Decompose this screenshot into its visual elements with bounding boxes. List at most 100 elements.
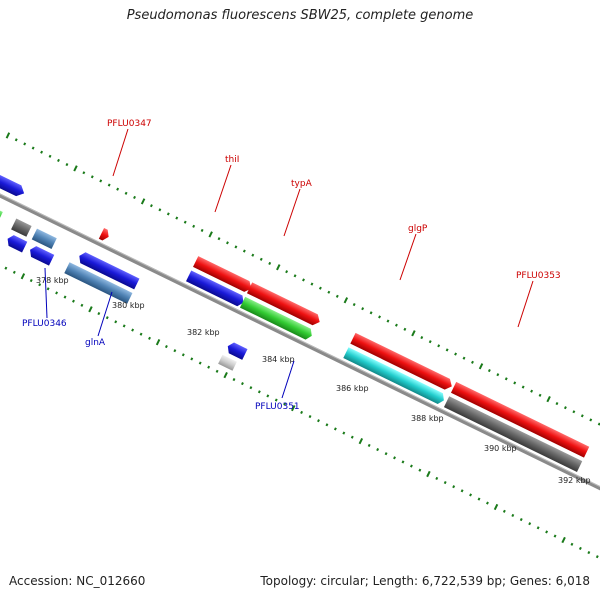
tick-mark-top — [445, 348, 449, 352]
tick-mark-top — [175, 216, 179, 220]
gene-forward-red-4[interactable] — [450, 381, 590, 458]
tick-mark-bottom — [148, 336, 151, 340]
tick-mark-bottom — [528, 522, 532, 526]
gene-glnA[interactable] — [77, 251, 140, 290]
tick-mark-top — [107, 183, 111, 187]
gene-thiI-blue[interactable] — [186, 270, 246, 308]
tick-mark-top — [259, 257, 263, 261]
tick-mark-top — [208, 231, 213, 238]
tick-mark-top — [276, 264, 281, 271]
label-glnA[interactable]: glnA — [85, 338, 106, 348]
label-pflu0346[interactable]: PFLU0346 — [22, 319, 67, 329]
gene-pflu0351[interactable] — [225, 341, 248, 360]
gene-reverse-blue-2[interactable] — [27, 244, 55, 266]
label-pflu0353[interactable]: PFLU0353 — [516, 271, 561, 281]
tick-mark-bottom — [553, 534, 557, 538]
tick-mark-bottom — [164, 344, 168, 349]
gene-pflu0347[interactable] — [98, 227, 111, 242]
gene-reverse-steel-1[interactable] — [31, 228, 57, 250]
tick-mark-top — [420, 336, 424, 340]
label-typA[interactable]: typA — [291, 179, 313, 189]
accession-text: Accession: NC_012660 — [9, 574, 146, 588]
tick-label-386: 386 kbp — [336, 384, 369, 393]
tick-mark-top — [285, 270, 289, 274]
tick-mark-top — [454, 352, 458, 356]
tick-mark-bottom — [333, 427, 337, 431]
leader-pflu0351 — [281, 360, 295, 399]
tick-mark-bottom — [55, 291, 59, 295]
tick-mark-bottom — [97, 312, 101, 316]
tick-mark-bottom — [469, 493, 473, 497]
tick-mark-bottom — [536, 526, 540, 530]
tick-mark-top — [192, 224, 196, 228]
label-pflu0351[interactable]: PFLU0351 — [255, 402, 300, 412]
tick-marks-bottom — [4, 266, 599, 559]
label-pflu0347[interactable]: PFLU0347 — [107, 119, 152, 129]
gene-forward-blue-1[interactable] — [0, 165, 27, 199]
tick-mark-top — [99, 179, 103, 183]
tick-mark-bottom — [587, 551, 591, 555]
tick-mark-bottom — [477, 497, 481, 501]
gene-forward-red-2[interactable] — [246, 282, 322, 327]
tick-mark-top — [335, 294, 339, 298]
tick-mark-bottom — [63, 295, 67, 299]
gene-forward-red-1[interactable] — [193, 256, 254, 294]
tick-mark-bottom — [72, 299, 75, 303]
gene-reverse-blue-1[interactable] — [5, 233, 28, 253]
gene-forward-red-3[interactable] — [350, 332, 454, 392]
tick-mark-top — [140, 198, 146, 205]
tick-mark-top — [411, 330, 416, 337]
tick-mark-bottom — [266, 394, 270, 398]
leader-glnA — [97, 291, 113, 337]
tick-mark-top — [394, 323, 398, 327]
tick-mark-bottom — [502, 509, 506, 513]
tick-mark-bottom — [493, 503, 499, 511]
tick-mark-top — [521, 385, 525, 389]
gene-pflu0353[interactable] — [443, 396, 583, 472]
label-thiI[interactable]: thiI — [225, 155, 239, 165]
tick-mark-bottom — [46, 287, 50, 291]
tick-label-392: 392 kbp — [558, 476, 591, 485]
tick-mark-bottom — [325, 423, 329, 427]
gene-pflu0346-steel[interactable] — [64, 262, 133, 304]
tick-mark-bottom — [232, 377, 236, 382]
tick-mark-bottom — [367, 443, 371, 447]
tick-mark-top — [462, 356, 466, 360]
tick-mark-top — [378, 315, 381, 319]
tick-mark-top — [538, 393, 542, 397]
tick-mark-bottom — [122, 324, 126, 328]
tick-mark-top — [234, 245, 238, 249]
tick-mark-bottom — [561, 536, 566, 544]
genome-track — [0, 132, 600, 559]
tick-mark-bottom — [173, 349, 177, 353]
leader-glgP — [399, 233, 417, 281]
tick-mark-bottom — [241, 382, 244, 386]
tick-mark-top — [361, 307, 365, 311]
gene-glgP[interactable] — [343, 347, 446, 406]
tick-mark-bottom — [181, 353, 185, 357]
tick-mark-bottom — [300, 410, 304, 415]
tick-label-380: 380 kbp — [112, 301, 145, 310]
tick-mark-bottom — [274, 398, 278, 402]
tick-mark-top — [471, 360, 474, 364]
tick-mark-bottom — [418, 468, 422, 472]
label-glgP[interactable]: glgP — [408, 224, 428, 234]
tick-mark-top — [242, 249, 246, 253]
tick-mark-top — [302, 278, 305, 282]
gene-pflu0351-light[interactable] — [218, 354, 237, 371]
tick-mark-top — [158, 208, 162, 212]
gene-typA[interactable] — [239, 296, 314, 342]
tick-mark-top — [572, 410, 576, 414]
tick-mark-top — [293, 274, 297, 278]
tick-mark-top — [343, 297, 349, 304]
tick-mark-bottom — [190, 357, 194, 361]
gene-reverse-gray-1[interactable] — [11, 218, 32, 237]
tick-mark-bottom — [198, 361, 202, 365]
tick-mark-top — [5, 132, 11, 139]
tick-marks-top — [5, 132, 600, 426]
tick-mark-top — [428, 340, 432, 344]
topology-text: Topology: circular; Length: 6,722,539 bp… — [260, 574, 590, 588]
tick-label-378: 378 kbp — [36, 276, 69, 285]
tick-mark-top — [310, 282, 314, 286]
